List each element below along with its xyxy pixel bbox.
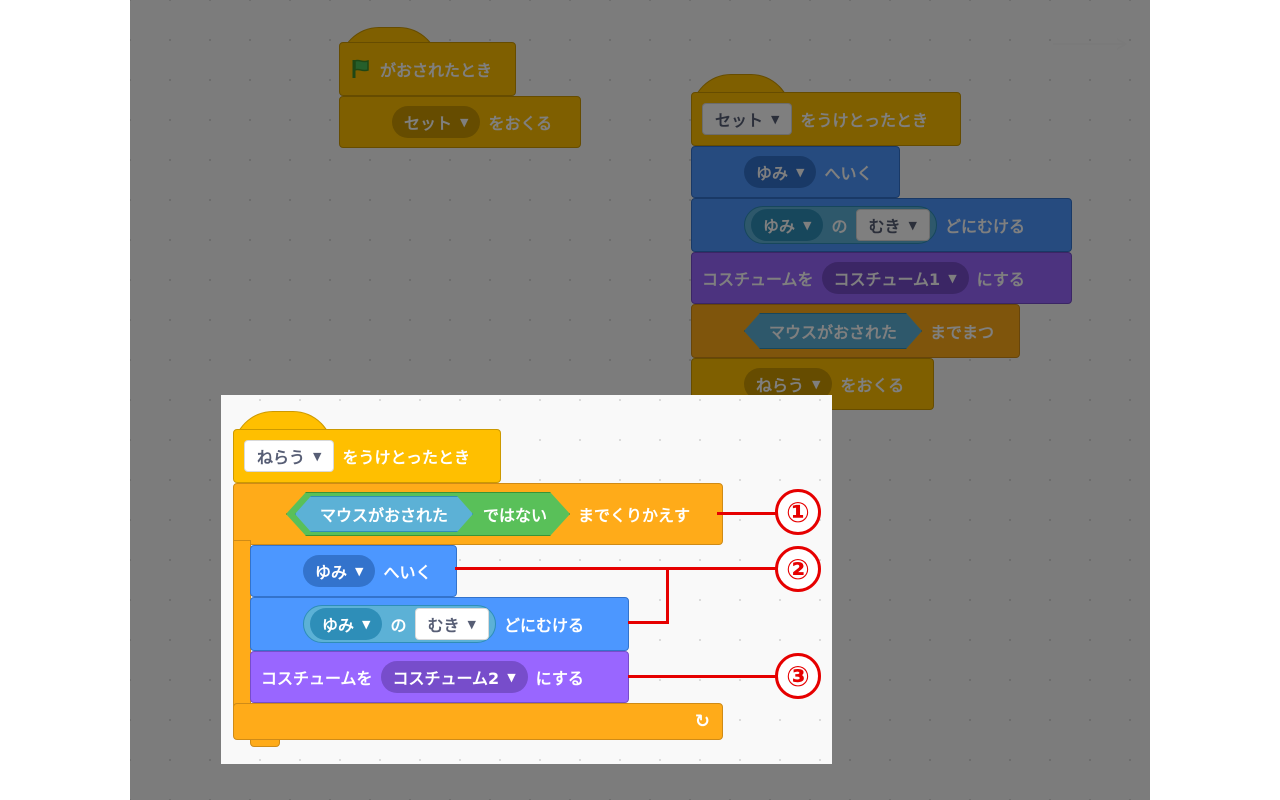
callout-line-2a	[455, 567, 777, 570]
goto-suffix: へいく	[383, 563, 432, 582]
repeat-arm	[233, 540, 251, 710]
callout-line-2b	[666, 567, 669, 624]
dropdown-value: ねらう	[257, 448, 306, 467]
repeat-bottom: ↻	[233, 703, 723, 740]
sensing-of-reporter[interactable]: ゆみ ▼ の むき ▼	[303, 605, 496, 643]
goto-block[interactable]: ゆみ ▼ へいく	[250, 545, 457, 597]
receive-suffix: をうけとったとき	[342, 448, 471, 467]
costume-suffix: にする	[535, 669, 584, 688]
not-operator[interactable]: マウスがおされた ではない	[286, 492, 570, 536]
not-label: ではない	[483, 506, 548, 525]
chevron-down-icon: ▼	[507, 670, 516, 684]
chevron-down-icon: ▼	[313, 449, 322, 463]
point-towards-block[interactable]: ゆみ ▼ の むき ▼ どにむける	[250, 597, 629, 651]
annotation-2: ②	[775, 546, 821, 592]
repeat-until-block[interactable]: マウスがおされた ではない までくりかえす	[233, 483, 723, 545]
annotation-3: ③	[775, 653, 821, 699]
loop-arrow-icon: ↻	[694, 711, 710, 732]
condition-label: マウスがおされた	[320, 506, 449, 525]
receive-dropdown[interactable]: ねらう ▼	[244, 440, 335, 472]
switch-costume-block[interactable]: コスチュームを コスチューム2 ▼ にする	[250, 651, 629, 703]
when-receive-block[interactable]: ねらう ▼ をうけとったとき	[233, 429, 501, 483]
costume-dropdown[interactable]: コスチューム2 ▼	[380, 661, 528, 693]
callout-line-2c	[628, 621, 669, 624]
dropdown-value: むき	[427, 616, 460, 635]
chevron-down-icon: ▼	[355, 564, 364, 578]
chevron-down-icon: ▼	[362, 617, 371, 631]
callout-line-3	[628, 675, 777, 678]
arrow-right-icon	[1053, 38, 1128, 50]
repeat-suffix: までくりかえす	[578, 506, 691, 525]
callout-line-1	[717, 512, 777, 515]
attribute-dropdown[interactable]: むき ▼	[414, 608, 489, 640]
block-notch	[250, 739, 280, 747]
costume-prefix: コスチュームを	[261, 669, 373, 688]
point-suffix: どにむける	[503, 616, 584, 635]
dropdown-value: コスチューム2	[392, 669, 500, 688]
object-dropdown[interactable]: ゆみ ▼	[310, 608, 383, 640]
goto-dropdown[interactable]: ゆみ ▼	[303, 555, 376, 587]
of-label: の	[390, 616, 407, 635]
chevron-down-icon: ▼	[467, 617, 476, 631]
dropdown-value: ゆみ	[315, 563, 348, 582]
mouse-down-condition[interactable]: マウスがおされた	[295, 496, 473, 532]
annotation-1: ①	[775, 489, 821, 535]
dropdown-value: ゆみ	[322, 616, 355, 635]
